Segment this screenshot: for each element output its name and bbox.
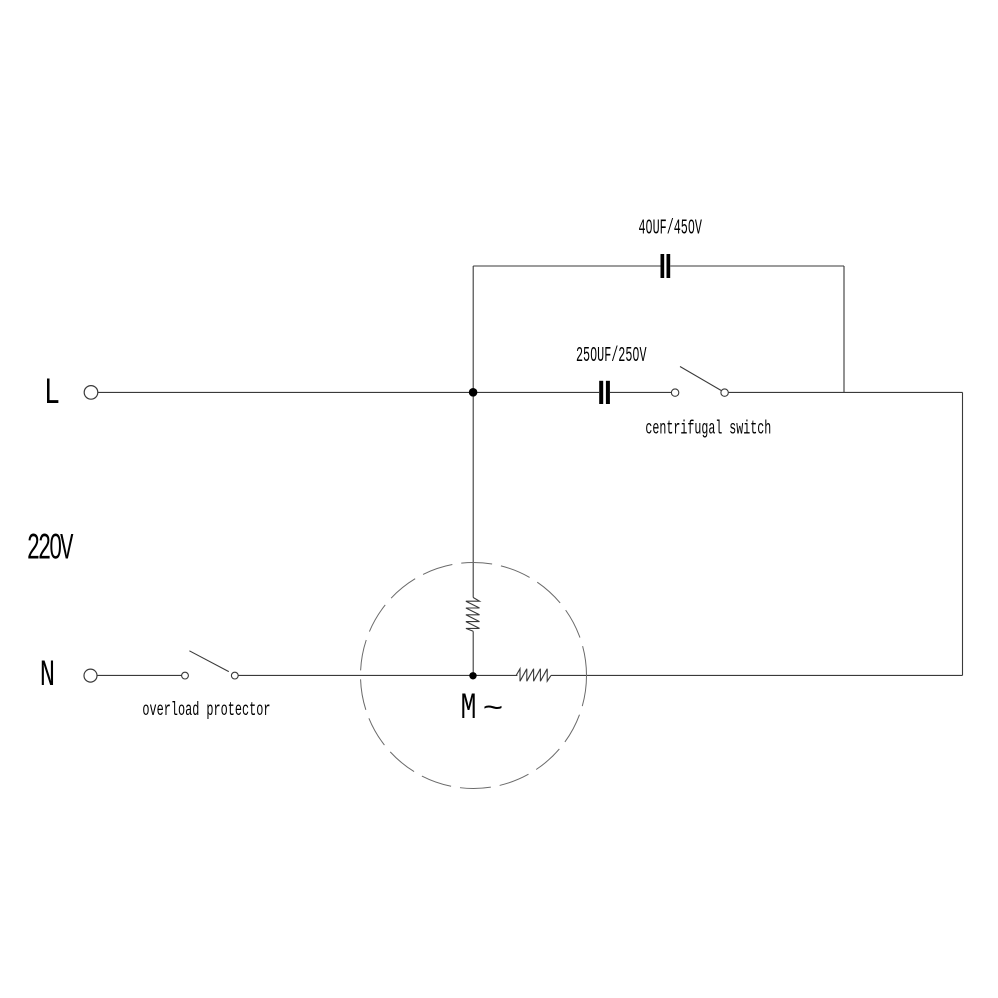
svg-text:~: ~ [483, 692, 504, 726]
svg-text:overload protector: overload protector [142, 698, 270, 721]
svg-text:M: M [461, 687, 477, 730]
svg-text:40UF/450V: 40UF/450V [639, 217, 703, 240]
svg-text:L: L [44, 372, 60, 414]
svg-text:N: N [40, 655, 55, 697]
svg-text:centrifugal switch: centrifugal switch [645, 417, 771, 440]
svg-text:220V: 220V [27, 529, 74, 570]
svg-text:250UF/250V: 250UF/250V [576, 345, 647, 368]
